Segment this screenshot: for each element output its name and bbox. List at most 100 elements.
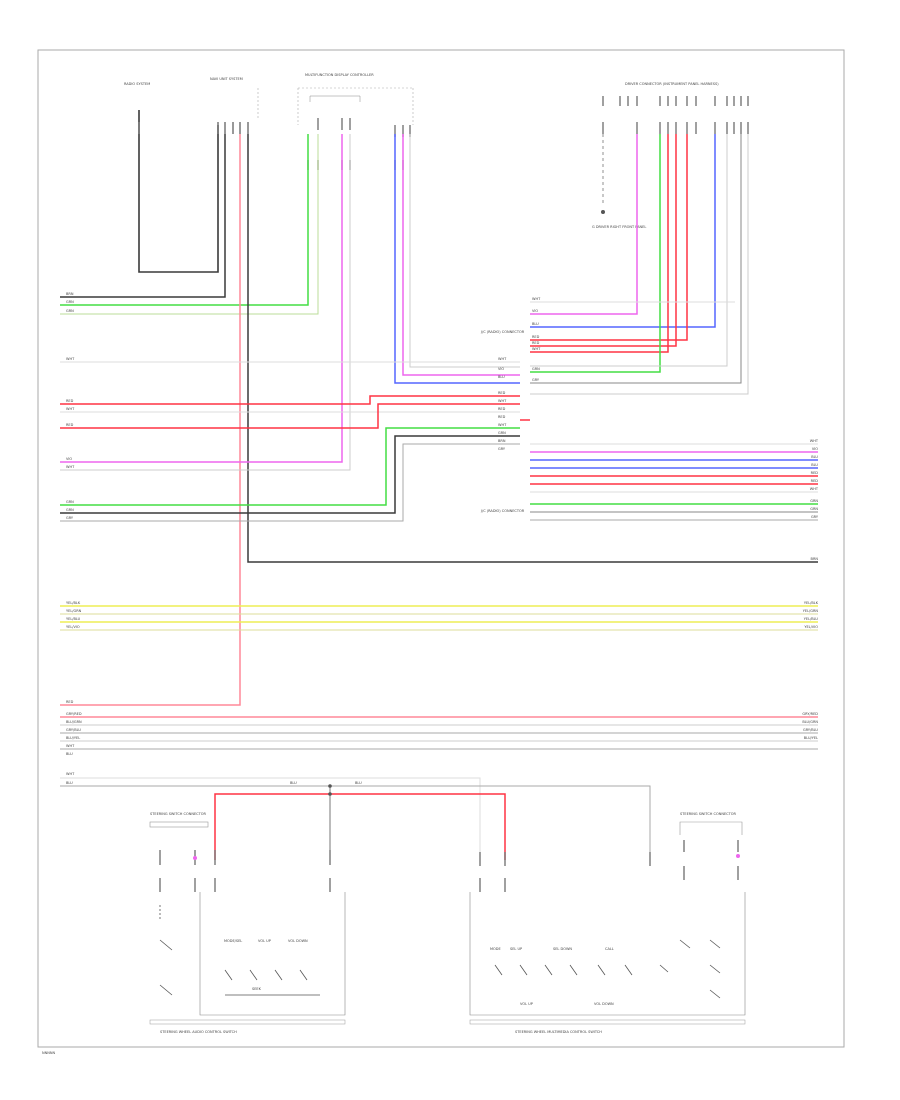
left-wire-label-13: YEL/GRN: [66, 609, 82, 613]
left-wire-label-0: BRN: [66, 292, 74, 296]
wire-lightgreen-1: [60, 134, 319, 315]
junction-mid-wire-label-0: WHT: [498, 357, 507, 361]
steering-switch-left: STEERING SWITCH CONNECTOR MODE/SEL VOL U…: [149, 812, 346, 1034]
junction-upper: J/C (RADIO) CONNECTOR J/C (RADIO) CONNEC…: [480, 330, 525, 513]
left-wire-label-14: YEL/BLU: [66, 617, 81, 621]
wire-blue-2: [530, 134, 716, 328]
right-wire-label-15: GRY/RED: [802, 712, 818, 716]
radio-connector-group: RADIO SYSTEM NAVI UNIT SYSTEM: [124, 77, 259, 273]
wire-red-2: [60, 403, 520, 429]
junction-upper-label: J/C (RADIO) CONNECTOR: [480, 330, 525, 334]
junction-mid-wire-label-2: BLU: [498, 375, 505, 379]
junction-mid-wire-label-4: WHT: [498, 399, 507, 403]
left-wire-label-5: WHT: [66, 407, 75, 411]
left-wire-label-21: WHT: [66, 744, 75, 748]
junction-mid-wire-label-7: WHT: [498, 423, 507, 427]
right-wire-label-8: GRN: [810, 507, 818, 511]
left-wire-label-9: GRN: [66, 500, 74, 504]
steering-right-caption: STEERING WHEEL MULTIMEDIA CONTROL SWITCH: [515, 1030, 602, 1034]
right-wire-label-9: GRY: [811, 515, 819, 519]
wire-black-2: [247, 134, 818, 563]
steering-switch-right: STEERING SWITCH CONNECTOR: [469, 812, 746, 1034]
wire-violet-1: [60, 134, 343, 463]
right-wire-label-4: RED: [811, 471, 819, 475]
left-wire-label-22: BLU: [66, 752, 73, 756]
wire-blue-1: [394, 134, 520, 384]
right-wire-label-7: GRN: [810, 499, 818, 503]
switch-left-4: SEEK: [252, 987, 262, 991]
wire-violet-2: [402, 134, 520, 376]
left-wire-label-18: BLU/GRN: [66, 720, 82, 724]
wire-green-3: [530, 134, 661, 373]
wire-pink-1: [60, 134, 241, 706]
wire-gray-1: [60, 443, 520, 522]
wire-white-2: [409, 134, 520, 368]
right-wire-label-6: WHT: [810, 487, 819, 491]
wire-white-1: [60, 134, 351, 471]
right-label-column: WHTVIOBLUBLUREDREDWHTGRNGRNGRYBRNYEL/BLK…: [802, 439, 819, 740]
left-wire-label-6: RED: [66, 423, 74, 427]
junction-upper-wire-label-0: WHT: [532, 297, 541, 301]
left-wire-label-3: WHT: [66, 357, 75, 361]
wire-green-2: [60, 427, 520, 506]
junction-mid-wire-label-1: VIO: [498, 367, 504, 371]
multifunction-label: MULTIFUNCTION DISPLAY CONTROLLER: [305, 73, 374, 77]
wire-green-1: [60, 134, 309, 306]
left-wire-label-7: VIO: [66, 457, 72, 461]
wire-violet-3: [530, 134, 638, 315]
switch-left-3: VOL DOWN: [288, 939, 308, 943]
left-wire-label-8: WHT: [66, 465, 75, 469]
navi-unit-label: NAVI UNIT SYSTEM: [210, 77, 243, 81]
right-wire-label-1: VIO: [812, 447, 818, 451]
left-wire-label-2: GRN: [66, 309, 74, 313]
switch-right-6: VOL DOWN: [594, 1002, 614, 1006]
wire-black-1: [60, 134, 226, 298]
junction-upper-wire-label-5: WHT: [532, 347, 541, 351]
junction-upper-wire-label-2: BLU: [532, 322, 539, 326]
bottom-label-d: BLU: [355, 781, 362, 785]
left-wire-label-17: GRY/RED: [66, 712, 82, 716]
wire-black-3: [60, 435, 520, 514]
footer-code: NNNNN: [42, 1051, 55, 1055]
switch-right-2: SEL UP: [510, 947, 522, 951]
right-wire-label-5: RED: [811, 479, 819, 483]
left-wire-label-15: YEL/VIO: [66, 625, 80, 629]
junction-mid-wire-label-9: BRN: [498, 439, 506, 443]
right-wire-label-18: BLU/YEL: [804, 736, 818, 740]
left-wire-label-1: GRN: [66, 300, 74, 304]
junction-upper-wire-label-1: VIO: [532, 309, 538, 313]
junction-mid-wire-label-6: RED: [498, 415, 506, 419]
junction-upper-wire-label-3: RED: [532, 335, 540, 339]
ground-label: G DRIVER RIGHT FRONT PANEL: [592, 225, 646, 229]
wire-black-radio: [138, 110, 219, 273]
wire-gray-bottom: [60, 785, 651, 860]
wire-red-5: [530, 134, 669, 353]
driver-connector-group: DRIVER CONNECTOR (INSTRUMENT PANEL HARNE…: [592, 82, 749, 229]
wire-red-1: [60, 395, 520, 405]
wire-red-bottom: [214, 793, 506, 860]
right-wire-label-2: BLU: [811, 455, 818, 459]
switch-left-2: VOL UP: [258, 939, 271, 943]
driver-connector-label: DRIVER CONNECTOR (INSTRUMENT PANEL HARNE…: [625, 82, 719, 86]
right-wire-label-0: WHT: [810, 439, 819, 443]
junction-lower-label: J/C (RADIO) CONNECTOR: [480, 509, 525, 513]
right-wire-label-12: YEL/GRN: [803, 609, 819, 613]
switch-right-4: CALL: [605, 947, 614, 951]
right-wire-label-13: YEL/BLU: [804, 617, 819, 621]
switch-right-5: VOL UP: [520, 1002, 533, 1006]
left-wire-label-4: RED: [66, 399, 74, 403]
switch-right-3: SEL DOWN: [553, 947, 572, 951]
right-wire-label-14: YEL/VIO: [804, 625, 818, 629]
bottom-label-b: BLU: [66, 781, 73, 785]
radio-system-label: RADIO SYSTEM: [124, 82, 150, 86]
junction-upper-wire-label-6: GRN: [532, 367, 540, 371]
wire-red-3: [530, 134, 688, 341]
junction-upper-wire-label-7: GRY: [532, 378, 540, 382]
bottom-label-a: WHT: [66, 772, 75, 776]
junction-mid-wire-label-5: RED: [498, 407, 506, 411]
steering-switch-right-label: STEERING SWITCH CONNECTOR: [680, 812, 737, 816]
left-label-column: BRNGRNGRNWHTREDWHTREDVIOWHTGRNGRNGRYYEL/…: [66, 292, 82, 756]
switch-left-1: MODE/SEL: [224, 939, 242, 943]
